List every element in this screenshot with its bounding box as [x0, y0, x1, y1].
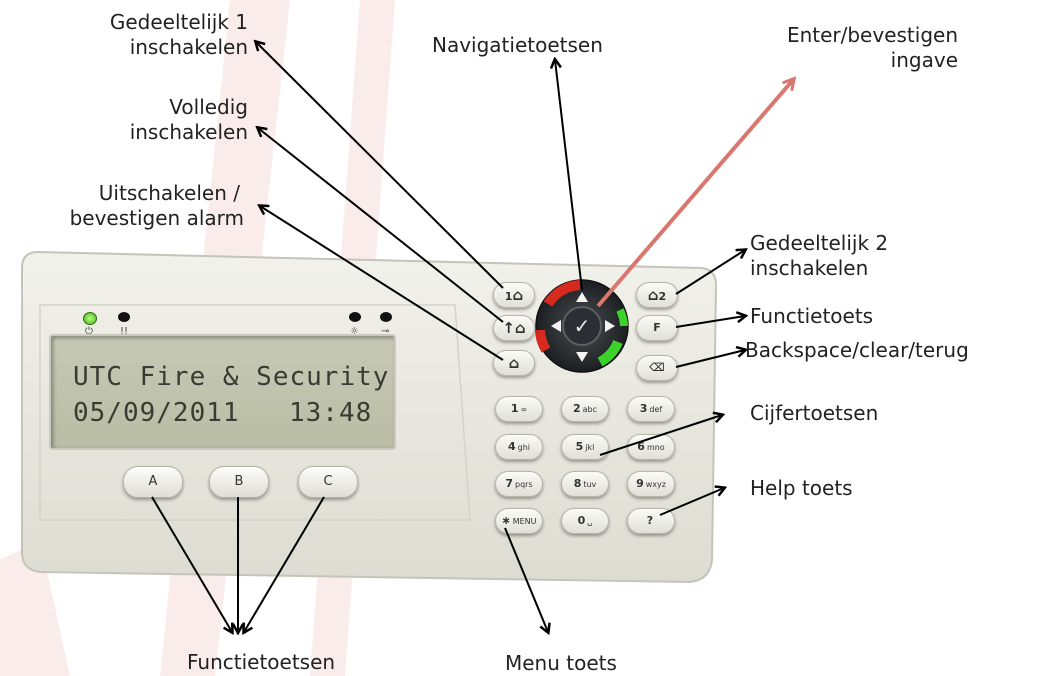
keypad-key-main: ∗ — [501, 514, 511, 527]
tamper-led — [349, 312, 361, 322]
key-indicator-icon: ⊸ — [381, 326, 390, 337]
alert-indicator-icon: !! — [120, 326, 129, 337]
backspace-button[interactable]: ⌫ — [636, 355, 678, 381]
keypad-key-sub: def — [649, 405, 663, 414]
label-enter-line1: Enter/bevestigen — [786, 23, 958, 47]
label-menu: Menu toets — [505, 651, 617, 675]
arrow-soft-c — [244, 496, 325, 632]
label-partial-arm-1-line2: inschakelen — [129, 35, 248, 59]
arrow-disarm — [260, 206, 504, 361]
lcd-line-1: UTC Fire & Security — [73, 362, 390, 392]
arrow-full-arm — [258, 128, 504, 323]
home-icon: ⌂ — [512, 286, 524, 304]
partial-arm-1-label: 1 — [504, 290, 513, 303]
label-partial-arm-1-line1: Gedeeltelijk 1 — [109, 10, 248, 34]
label-disarm-line1: Uitschakelen / — [98, 181, 240, 205]
disarm-house-icon: ⌂ — [508, 354, 520, 372]
label-enter: Enter/bevestigen ingave — [700, 23, 958, 73]
arrow-partial-1 — [256, 42, 504, 289]
label-disarm-line2: bevestigen alarm — [69, 206, 244, 230]
backspace-icon: ⌫ — [649, 361, 665, 374]
tamper-indicator-icon: ☼ — [350, 326, 359, 337]
keypad-key-sub: pqrs — [515, 480, 533, 489]
label-full-arm-line1: Volledig — [169, 95, 248, 119]
arrow-navigation — [555, 60, 583, 291]
label-help: Help toets — [750, 476, 853, 500]
enter-button-shape — [562, 306, 602, 346]
keypad-key-sub: ␣ — [587, 517, 593, 526]
keypad-key-main: 5 — [575, 440, 584, 453]
keypad-key-main: ? — [646, 514, 654, 527]
keypad-key-11[interactable]: 0␣ — [561, 508, 609, 534]
power-indicator-icon: ⏻ — [85, 326, 93, 337]
arrow-help — [659, 488, 724, 516]
soft-key-c[interactable]: C — [298, 466, 358, 498]
keypad-key-main: 9 — [636, 477, 644, 490]
keypad-key-sub: mno — [646, 443, 665, 452]
label-full-arm: Volledig inschakelen — [40, 95, 248, 145]
label-partial-arm-2: Gedeeltelijk 2 inschakelen — [750, 231, 888, 281]
label-partial-arm-2-line2: inschakelen — [750, 256, 869, 280]
keypad-key-main: 4 — [507, 440, 516, 453]
key-led — [380, 312, 392, 322]
disarm-button[interactable]: ⌂ — [493, 350, 535, 376]
svg-text:✓: ✓ — [574, 314, 591, 338]
label-backspace: Backspace/clear/terug — [745, 338, 969, 362]
keypad-key-main: 3 — [639, 402, 648, 415]
arrow-menu — [504, 527, 548, 632]
label-digits: Cijfertoetsen — [750, 401, 879, 425]
keypad-key-10[interactable]: ∗MENU — [495, 508, 543, 534]
keypad-key-main: 0 — [577, 514, 586, 527]
alert-led — [118, 312, 130, 322]
keypad-key-sub: MENU — [512, 517, 537, 526]
keypad-key-sub: ghi — [517, 443, 531, 452]
keypad-key-main: 2 — [572, 402, 581, 415]
keypad-key-main: 1 — [510, 402, 519, 415]
keypad-key-1[interactable]: 1∞ — [495, 396, 543, 422]
keypad-key-sub: abc — [582, 405, 598, 414]
label-enter-line2: ingave — [890, 48, 958, 72]
lcd-line-date: 05/09/2011 — [73, 398, 240, 428]
arrow-partial-2 — [675, 250, 745, 295]
function-button[interactable]: F — [636, 315, 678, 341]
label-disarm: Uitschakelen / bevestigen alarm — [0, 181, 244, 231]
arrow-digits — [599, 415, 722, 456]
keypad-key-sub: jkl — [585, 443, 595, 452]
partial-arm-2-button[interactable]: ⌂2 — [636, 282, 678, 308]
keypad-key-main: 6 — [637, 440, 645, 453]
arrow-backspace — [675, 350, 745, 368]
partial-arm-2-label: 2 — [658, 290, 667, 303]
label-full-arm-line2: inschakelen — [129, 120, 248, 144]
arrow-enter — [596, 80, 793, 308]
keypad-key-sub: wxyz — [645, 480, 666, 489]
arrow-function — [675, 316, 745, 328]
arrow-soft-a — [151, 496, 232, 632]
keypad-key-sub: ∞ — [520, 405, 528, 414]
full-arm-icon: ↑⌂ — [502, 319, 526, 337]
keypad-key-sub: tuv — [583, 480, 597, 489]
keypad-key-main: 8 — [573, 477, 582, 490]
soft-key-b[interactable]: B — [209, 466, 269, 498]
label-navigation: Navigatietoetsen — [432, 33, 603, 57]
keypad-key-main: 7 — [505, 477, 514, 490]
label-partial-arm-1: Gedeeltelijk 1 inschakelen — [40, 10, 248, 60]
partial-arm-2-icon: ⌂ — [647, 286, 659, 304]
lcd-line-time: 13:48 — [289, 398, 373, 428]
power-led — [83, 312, 97, 325]
label-partial-arm-2-line1: Gedeeltelijk 2 — [750, 231, 889, 255]
label-function-keys: Functietoetsen — [187, 650, 336, 674]
label-function-key: Functietoets — [750, 304, 874, 328]
lcd-display: UTC Fire & Security 05/09/2011 13:48 — [49, 334, 396, 450]
